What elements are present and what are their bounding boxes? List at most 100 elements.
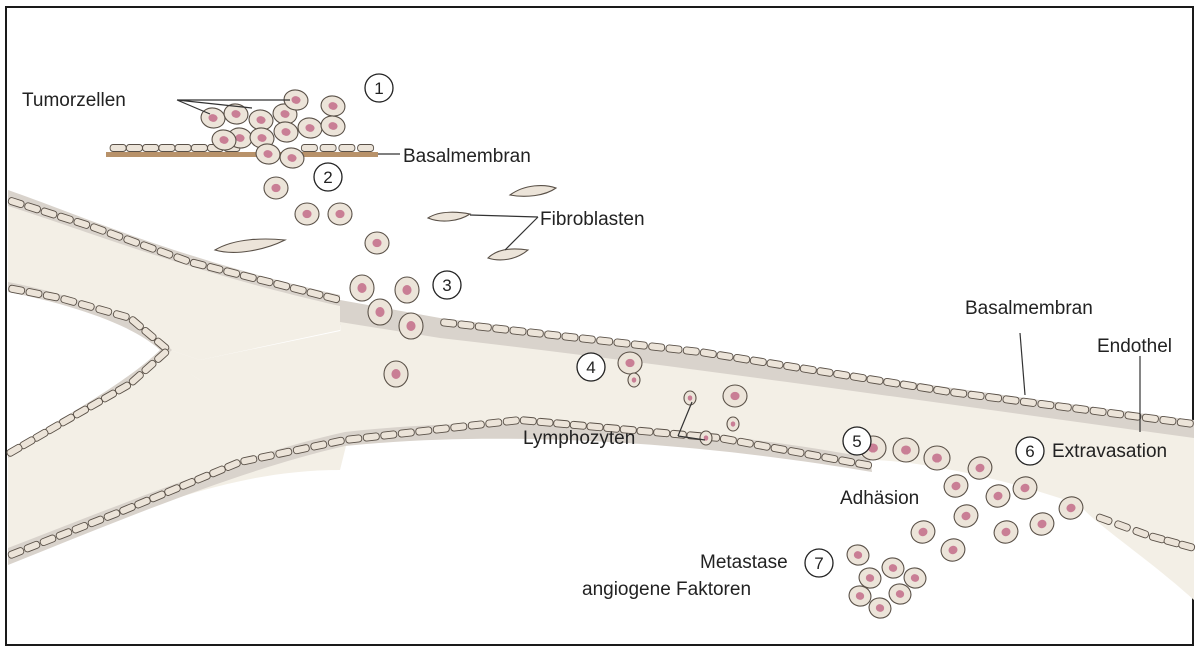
endothelial-cell bbox=[653, 429, 670, 437]
tumor-cell bbox=[723, 385, 747, 407]
endothelial-cell bbox=[1142, 414, 1159, 423]
endothelial-cell bbox=[553, 420, 570, 428]
step-5-marker: 5 bbox=[843, 427, 871, 455]
epithelial-cell bbox=[110, 145, 126, 152]
endothelial-cell bbox=[363, 433, 380, 442]
tumor-cell bbox=[319, 114, 346, 138]
tumor-cell bbox=[1027, 510, 1057, 539]
endothelial-cell bbox=[683, 347, 700, 356]
tumor-cell bbox=[384, 361, 408, 387]
endothelial-cell bbox=[1090, 407, 1107, 416]
endothelial-cell bbox=[537, 418, 554, 426]
tumor-cell bbox=[368, 299, 392, 325]
tumor-cell bbox=[328, 203, 352, 225]
top-basement-membrane bbox=[106, 152, 378, 157]
fibroblast bbox=[510, 186, 556, 197]
step-1-number: 1 bbox=[374, 79, 383, 98]
step-6-number: 6 bbox=[1025, 442, 1034, 461]
endothelial-cell bbox=[666, 345, 683, 354]
endothelial-cell bbox=[380, 431, 397, 440]
epithelial-cell bbox=[175, 145, 191, 152]
lymphocyte bbox=[684, 391, 696, 405]
endothelial-cell bbox=[1072, 405, 1089, 414]
epithelial-cell bbox=[159, 145, 175, 152]
endothelial-cell bbox=[562, 333, 579, 342]
tumor-cell bbox=[350, 275, 374, 301]
endothelial-cell bbox=[1177, 418, 1194, 427]
endothelial-cell bbox=[1125, 411, 1142, 420]
tumor-cell bbox=[395, 277, 419, 303]
endothelial-cell bbox=[1160, 416, 1177, 425]
epithelial-cell bbox=[143, 145, 159, 152]
tumor-cell bbox=[880, 555, 906, 580]
epithelial-cell bbox=[339, 145, 355, 152]
label-extravasation: Extravasation bbox=[1052, 441, 1167, 462]
endothelial-cell bbox=[596, 337, 613, 346]
endothelial-cell bbox=[1038, 400, 1055, 409]
endothelial-cell bbox=[458, 321, 475, 330]
step-2-number: 2 bbox=[323, 168, 332, 187]
tumor-cell bbox=[199, 106, 226, 130]
label-tumorzellen: Tumorzellen bbox=[22, 90, 126, 111]
leader-basalmembran-right bbox=[1020, 333, 1025, 395]
step-2-marker: 2 bbox=[314, 163, 342, 191]
endothelial-cell bbox=[950, 389, 967, 398]
endothelial-cell bbox=[579, 335, 596, 344]
step-6-marker: 6 bbox=[1016, 437, 1044, 465]
label-basalmembran-top: Basalmembran bbox=[403, 146, 531, 167]
step-4-number: 4 bbox=[586, 358, 595, 377]
endothelial-cell bbox=[1107, 409, 1124, 418]
epithelial-cell bbox=[320, 145, 336, 152]
fibroblast bbox=[488, 249, 528, 260]
endothelial-cell bbox=[398, 429, 415, 438]
tumor-cell bbox=[296, 116, 323, 140]
fibroblast bbox=[215, 239, 285, 252]
fibroblast bbox=[428, 212, 470, 221]
label-lymphozyten: Lymphozyten bbox=[523, 428, 635, 449]
step-7-number: 7 bbox=[814, 554, 823, 573]
epithelial-cell bbox=[301, 145, 317, 152]
endothelial-cell bbox=[648, 343, 665, 352]
endothelial-cell bbox=[440, 319, 457, 328]
tumor-cell bbox=[941, 472, 971, 501]
endothelial-cell bbox=[468, 421, 485, 430]
label-endothel: Endothel bbox=[1097, 336, 1172, 357]
blood-vessel bbox=[8, 190, 1194, 600]
endothelial-cell bbox=[614, 339, 631, 348]
endothelial-cell bbox=[544, 331, 561, 340]
endothelial-cell bbox=[1055, 402, 1072, 411]
tumor-cell bbox=[319, 94, 346, 118]
endothelial-cell bbox=[1020, 398, 1037, 407]
tumor-cell bbox=[272, 120, 299, 144]
tumor-cell bbox=[893, 438, 919, 462]
label-angiogene-faktoren: angiogene Faktoren bbox=[582, 579, 751, 600]
step-7-marker: 7 bbox=[805, 549, 833, 577]
step-1-marker: 1 bbox=[365, 74, 393, 102]
leader-fibroblasten bbox=[470, 215, 538, 250]
step-3-marker: 3 bbox=[433, 271, 461, 299]
tumor-cell bbox=[908, 518, 938, 547]
tumor-cell bbox=[983, 482, 1013, 511]
endothelial-cell bbox=[1003, 395, 1020, 404]
tumor-cell bbox=[938, 536, 968, 565]
tumor-cell bbox=[365, 232, 389, 254]
step-4-marker: 4 bbox=[577, 353, 605, 381]
step-3-number: 3 bbox=[442, 276, 451, 295]
tumor-cell bbox=[991, 518, 1021, 547]
endothelial-cell bbox=[985, 393, 1002, 402]
endothelial-cell bbox=[485, 419, 502, 428]
endothelial-cell bbox=[631, 341, 648, 350]
endothelial-cell bbox=[968, 391, 985, 400]
tumor-cell bbox=[295, 203, 319, 225]
endothelial-cell bbox=[450, 423, 467, 432]
epithelial-cell bbox=[191, 145, 207, 152]
endothelial-cell bbox=[503, 417, 520, 426]
endothelial-cell bbox=[415, 427, 432, 436]
lymphocyte bbox=[700, 431, 712, 445]
label-basalmembran-right: Basalmembran bbox=[965, 298, 1093, 319]
tumor-cell bbox=[951, 502, 981, 531]
epithelial-cell bbox=[358, 145, 374, 152]
label-metastase: Metastase bbox=[700, 552, 788, 573]
label-fibroblasten: Fibroblasten bbox=[540, 209, 645, 230]
step-5-number: 5 bbox=[852, 432, 861, 451]
